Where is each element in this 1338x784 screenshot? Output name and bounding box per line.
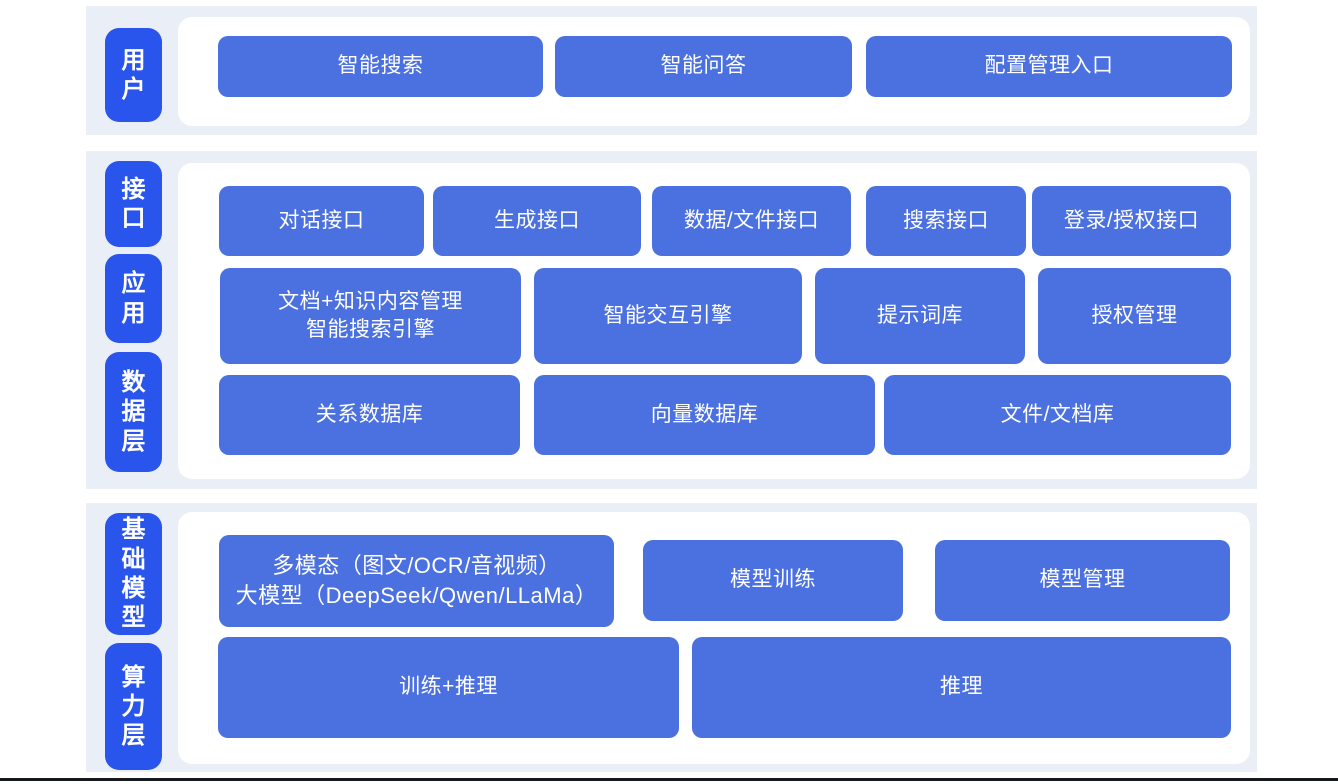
node-label: 智能搜索 bbox=[337, 54, 424, 78]
node-search-interface: 搜索接口 bbox=[866, 186, 1026, 256]
node-prompt-library: 提示词库 bbox=[815, 268, 1025, 364]
node-inference: 推理 bbox=[692, 637, 1231, 738]
node-label: 搜索接口 bbox=[903, 208, 989, 232]
layer-label-user-text: 用户 bbox=[121, 46, 146, 103]
layer-label-application: 应用 bbox=[105, 254, 162, 343]
node-label: 模型训练 bbox=[730, 568, 816, 592]
node-doc-knowledge-search-engine: 文档+知识内容管理 智能搜索引擎 bbox=[220, 268, 521, 364]
node-intelligent-qa: 智能问答 bbox=[555, 36, 852, 97]
node-dialog-interface: 对话接口 bbox=[219, 186, 424, 256]
layer-label-data: 数据层 bbox=[105, 352, 162, 472]
node-intelligent-interaction-engine: 智能交互引擎 bbox=[534, 268, 802, 364]
node-label: 智能交互引擎 bbox=[603, 303, 733, 327]
node-relational-database: 关系数据库 bbox=[219, 375, 520, 455]
node-file-document-library: 文件/文档库 bbox=[884, 375, 1231, 455]
node-label: 智能问答 bbox=[660, 54, 747, 78]
node-label: 登录/授权接口 bbox=[1063, 208, 1200, 232]
node-intelligent-search: 智能搜索 bbox=[218, 36, 543, 97]
node-generation-interface: 生成接口 bbox=[433, 186, 641, 256]
layer-label-compute: 算力层 bbox=[105, 643, 162, 770]
node-training-plus-inference: 训练+推理 bbox=[218, 637, 679, 738]
node-label: 配置管理入口 bbox=[984, 54, 1114, 78]
layer-label-application-text: 应用 bbox=[121, 270, 146, 327]
node-label-line1: 多模态（图文/OCR/音视频） bbox=[272, 553, 561, 579]
node-label-line2: 智能搜索引擎 bbox=[306, 318, 435, 341]
bottom-border-line bbox=[0, 778, 1338, 781]
layer-label-interface-text: 接口 bbox=[121, 175, 146, 232]
node-multimodal-large-model: 多模态（图文/OCR/音视频） 大模型（DeepSeek/Qwen/LLaMa） bbox=[219, 535, 614, 627]
node-config-management-entry: 配置管理入口 bbox=[866, 36, 1232, 97]
node-label: 文件/文档库 bbox=[1000, 402, 1115, 426]
node-data-file-interface: 数据/文件接口 bbox=[652, 186, 851, 256]
node-label: 训练+推理 bbox=[399, 675, 498, 699]
layer-label-interface: 接口 bbox=[105, 161, 162, 247]
node-label: 模型管理 bbox=[1039, 568, 1126, 592]
layer-label-compute-text: 算力层 bbox=[121, 663, 146, 750]
node-label: 推理 bbox=[940, 675, 983, 699]
node-label: 授权管理 bbox=[1091, 303, 1178, 327]
node-label: 生成接口 bbox=[494, 208, 580, 232]
node-label-line2: 大模型（DeepSeek/Qwen/LLaMa） bbox=[235, 583, 598, 608]
node-label: 对话接口 bbox=[278, 208, 365, 232]
layer-label-model: 基础模型 bbox=[105, 513, 162, 635]
node-model-management: 模型管理 bbox=[935, 540, 1230, 621]
layer-label-user: 用户 bbox=[105, 28, 162, 122]
layer-label-model-text: 基础模型 bbox=[121, 516, 146, 632]
node-authorization-management: 授权管理 bbox=[1038, 268, 1231, 364]
node-label: 数据/文件接口 bbox=[683, 208, 820, 232]
node-label: 向量数据库 bbox=[650, 402, 759, 426]
layer-label-data-text: 数据层 bbox=[121, 369, 146, 455]
node-vector-database: 向量数据库 bbox=[534, 375, 875, 455]
node-login-auth-interface: 登录/授权接口 bbox=[1032, 186, 1231, 256]
node-label: 关系数据库 bbox=[315, 402, 424, 426]
node-label-line1: 文档+知识内容管理 bbox=[278, 289, 463, 313]
node-model-training: 模型训练 bbox=[643, 540, 903, 621]
node-label: 提示词库 bbox=[877, 303, 963, 327]
